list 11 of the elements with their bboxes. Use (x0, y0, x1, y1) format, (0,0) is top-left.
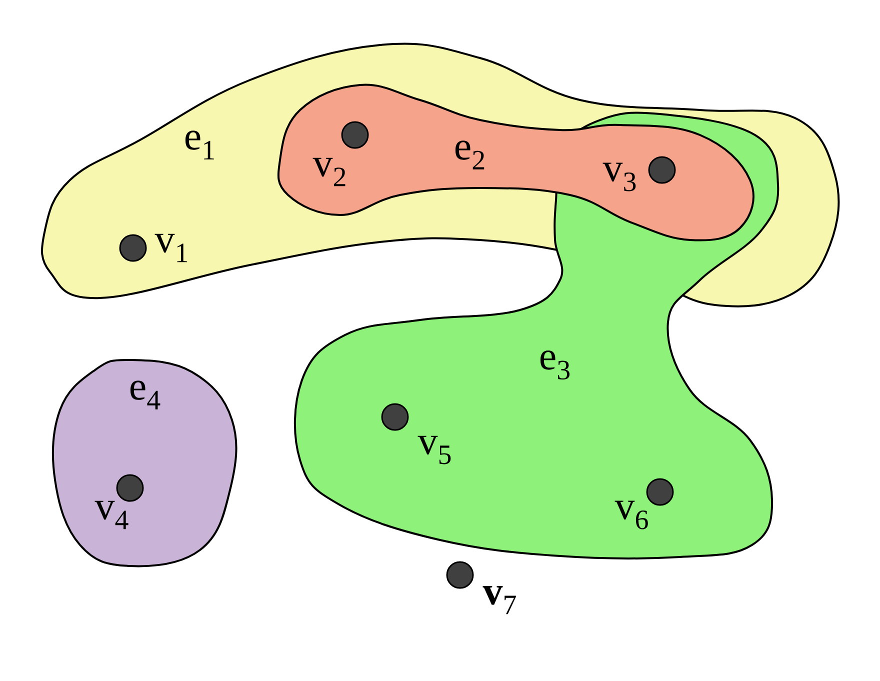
region-label: e$_{2}$ (455, 140, 484, 170)
vertex-label: v$_{3}$ (602, 162, 636, 192)
vertex-label: v$_{2}$ (312, 158, 346, 186)
vertex-label: v$_{4}$ (94, 500, 128, 530)
vertex-label: v$_{1}$ (154, 234, 188, 262)
vertex-label: v$_{6}$ (614, 500, 648, 530)
vertex-label: v$_{7}$ (482, 586, 516, 614)
region-label: e$_{1}$ (185, 130, 214, 160)
vertex-label: v$_{5}$ (418, 436, 451, 464)
region-label: e$_{4}$ (130, 380, 160, 410)
region-label: e$_{3}$ (540, 350, 570, 380)
